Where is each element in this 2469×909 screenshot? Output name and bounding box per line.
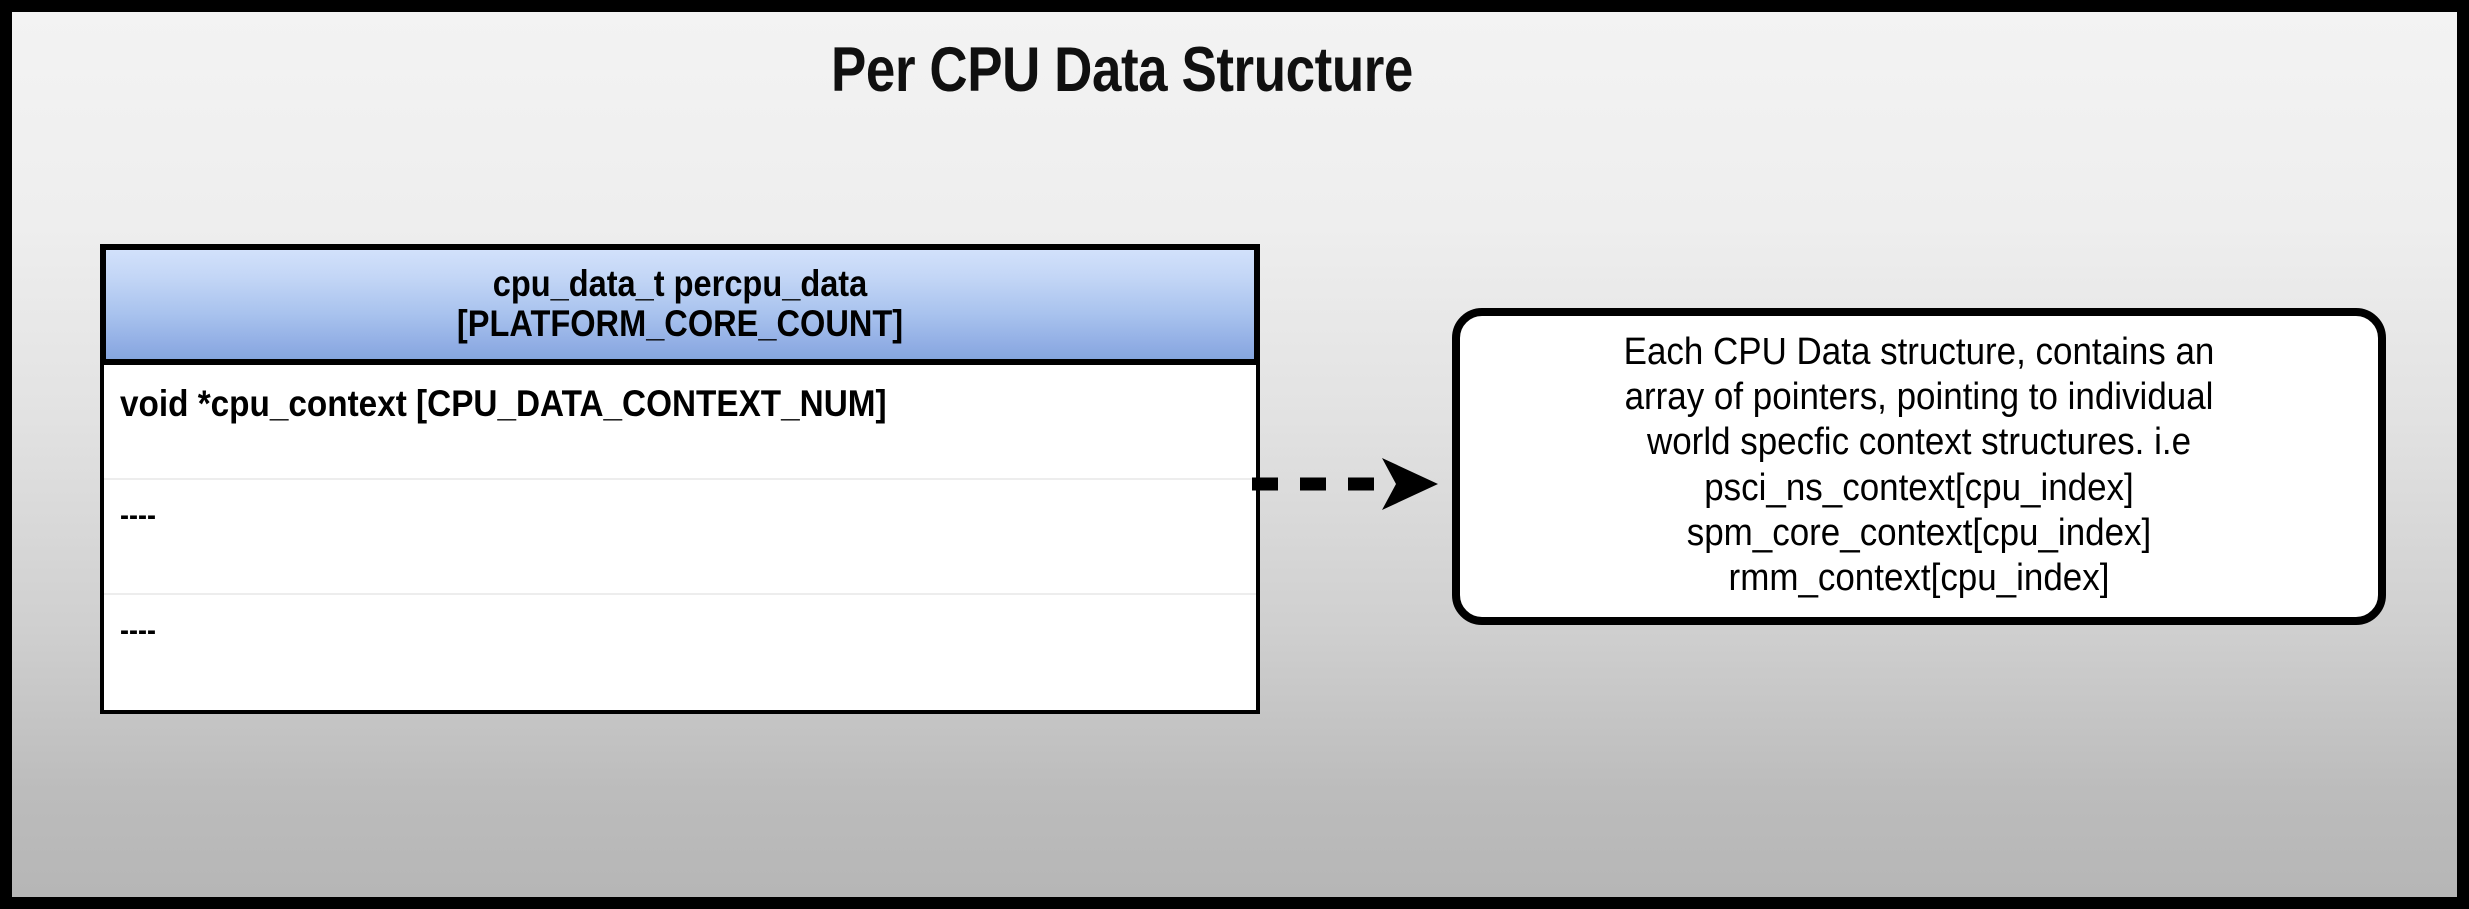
table-row: ---- <box>104 595 1256 710</box>
struct-row-label-placeholder-1: ---- <box>120 499 156 533</box>
callout-line-3: world specfic context structures. i.e <box>1646 421 2192 464</box>
callout-line-1: Each CPU Data structure, contains an <box>1623 331 2215 373</box>
callout-line-5: spm_core_context[cpu_index] <box>1686 511 2152 554</box>
page-title: Per CPU Data Structure <box>831 35 1413 105</box>
callout-note-box: Each CPU Data structure, contains an arr… <box>1452 308 2386 626</box>
struct-table-body: void *cpu_context [CPU_DATA_CONTEXT_NUM]… <box>100 365 1260 715</box>
diagram-canvas: Per CPU Data Structure cpu_data_t percpu… <box>12 12 2457 897</box>
callout-line-4: psci_ns_context[cpu_index] <box>1704 466 2134 509</box>
table-row: void *cpu_context [CPU_DATA_CONTEXT_NUM] <box>104 365 1256 481</box>
struct-row-label-placeholder-2: ---- <box>120 614 156 648</box>
table-row: ---- <box>104 480 1256 596</box>
per-cpu-data-struct-table: cpu_data_t percpu_data [PLATFORM_CORE_CO… <box>100 244 1260 715</box>
struct-row-label-cpu-context: void *cpu_context [CPU_DATA_CONTEXT_NUM] <box>120 383 887 425</box>
callout-line-2: array of pointers, pointing to individua… <box>1624 376 2214 419</box>
callout-line-6: rmm_context[cpu_index] <box>1728 557 2110 600</box>
dashed-arrow-icon <box>1252 458 1438 510</box>
struct-header-line-2: [PLATFORM_CORE_COUNT] <box>456 302 904 344</box>
struct-header-line-1: cpu_data_t percpu_data <box>492 263 868 304</box>
struct-table-header: cpu_data_t percpu_data [PLATFORM_CORE_CO… <box>100 244 1260 366</box>
